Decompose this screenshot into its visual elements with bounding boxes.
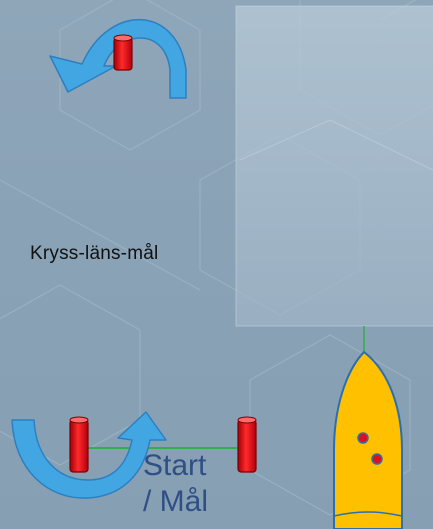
course-label: Kryss-läns-mål xyxy=(30,243,159,264)
start-buoy-left-icon xyxy=(69,416,89,473)
start-label: Start xyxy=(143,449,207,482)
start-buoy-right-icon xyxy=(237,416,257,473)
finish-label: / Mål xyxy=(143,485,209,518)
curved-arrow-icon xyxy=(49,18,187,99)
windward-buoy-icon xyxy=(113,34,133,71)
sailboat-icon xyxy=(333,351,403,529)
translucent-panel xyxy=(235,5,433,327)
u-turn-arrow-icon xyxy=(11,411,167,499)
start-finish-label: Start / Mål xyxy=(143,448,223,520)
